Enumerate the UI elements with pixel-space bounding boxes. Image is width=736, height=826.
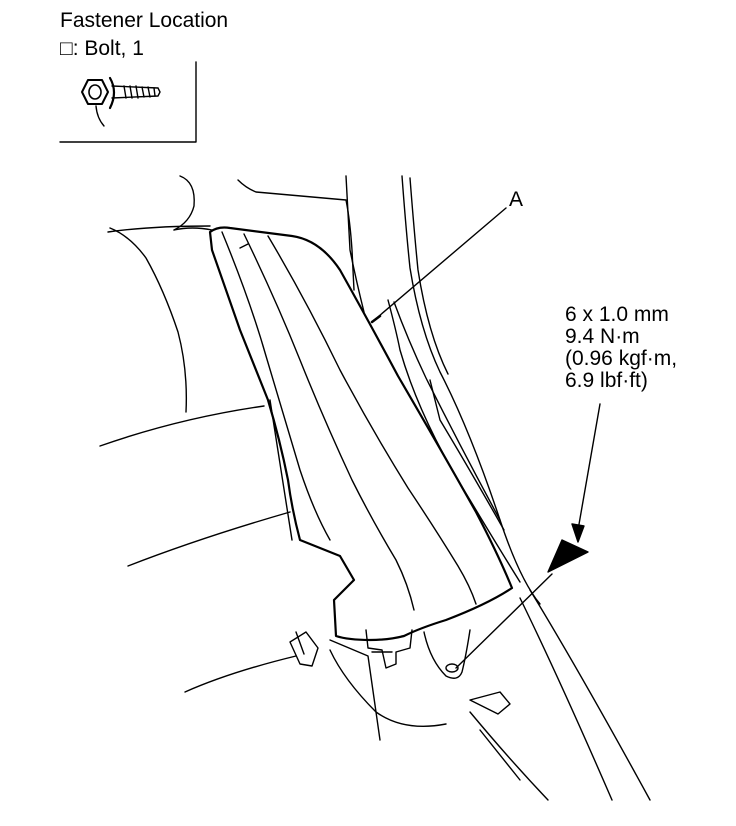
fastener-legend-title: Fastener Location [60, 9, 229, 32]
torque-arrow [455, 403, 601, 669]
torque-nm-text: 9.4 N·m [565, 325, 640, 348]
callout-a-leader [370, 207, 507, 324]
bolt-size-text: 6 x 1.0 mm [565, 303, 669, 326]
bolt-icon [81, 76, 161, 127]
trim-panel-a [208, 226, 514, 679]
torque-lbfft-text: 6.9 lbf·ft) [565, 369, 648, 392]
part-callout-label: A [509, 188, 524, 211]
legend-frame [59, 61, 197, 143]
background-body-lines [99, 175, 651, 801]
torque-kgfm-text: (0.96 kgf·m, [565, 347, 678, 370]
bolt-legend-label: : Bolt, 1 [72, 37, 144, 60]
pillar-edge-lines [387, 175, 541, 605]
fastener-legend-row: □: Bolt, 1 [60, 37, 144, 61]
bolt-symbol: □ [60, 37, 73, 60]
torque-spec-block: 6 x 1.0 mm 9.4 N·m (0.96 kgf·m, 6.9 lbf·… [565, 304, 677, 392]
